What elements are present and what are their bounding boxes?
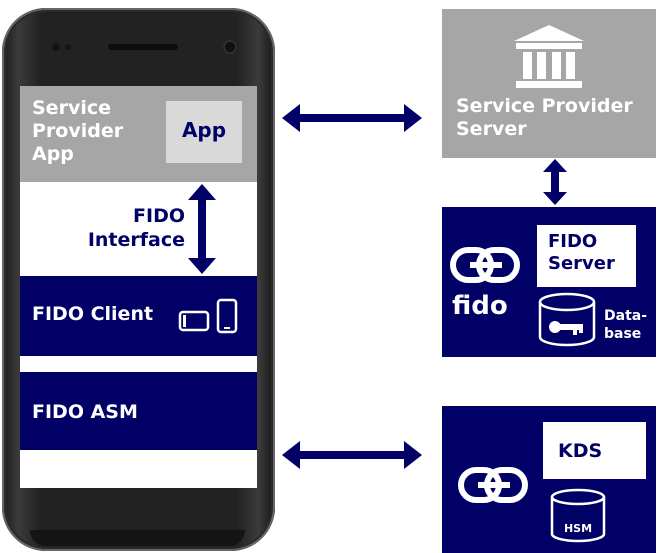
fido-interface-label: FIDO Interface bbox=[87, 205, 185, 251]
phone-top-bezel bbox=[52, 40, 237, 54]
kds-label: KDS bbox=[558, 440, 603, 462]
fido-server-label: FIDO Server bbox=[548, 231, 615, 274]
service-provider-server-label: Service Provider Server bbox=[456, 95, 633, 140]
fido-interface-block: FIDO Interface bbox=[20, 182, 257, 276]
fido-logo-icon bbox=[450, 247, 520, 283]
front-sensor-icon bbox=[65, 44, 71, 50]
app-box: App bbox=[166, 101, 242, 163]
fido-asm-label: FIDO ASM bbox=[32, 401, 138, 423]
bank-building-icon bbox=[514, 25, 584, 88]
phone-icon bbox=[216, 298, 238, 334]
service-provider-app-block: Service Provider App App bbox=[20, 86, 257, 182]
vertical-double-arrow-server bbox=[543, 159, 567, 205]
front-camera-icon bbox=[223, 40, 237, 54]
tablet-icon bbox=[178, 310, 210, 332]
database-key-icon bbox=[538, 292, 596, 347]
front-sensor-icon bbox=[52, 43, 60, 51]
vertical-double-arrow bbox=[188, 184, 216, 274]
database-label: Data- base bbox=[604, 308, 648, 342]
fido-asm-block: FIDO ASM bbox=[20, 372, 257, 450]
fido-logo-text: fido bbox=[452, 291, 508, 321]
service-provider-server-box: Service Provider Server bbox=[442, 9, 656, 158]
horizontal-double-arrow-bottom bbox=[282, 441, 422, 469]
hsm-label: HSM bbox=[563, 522, 593, 535]
fido-logo-icon bbox=[458, 467, 528, 503]
devices-icon bbox=[178, 298, 238, 334]
horizontal-double-arrow-top bbox=[282, 104, 422, 132]
kds-box: KDS HSM bbox=[442, 406, 656, 553]
fido-client-block: FIDO Client bbox=[20, 276, 257, 356]
hsm-database-icon bbox=[550, 488, 606, 543]
app-label: App bbox=[181, 118, 227, 142]
phone-screen: Service Provider App App FIDO Interface … bbox=[20, 86, 257, 488]
fido-client-label: FIDO Client bbox=[32, 303, 154, 325]
phone-bottom-edge bbox=[30, 530, 245, 546]
fido-server-box: fido FIDO Server Data- base bbox=[442, 207, 656, 357]
service-provider-app-label: Service Provider App bbox=[32, 97, 124, 165]
speaker-grille bbox=[108, 44, 178, 50]
kds-label-box: KDS bbox=[543, 422, 646, 479]
fido-server-label-box: FIDO Server bbox=[537, 225, 636, 287]
